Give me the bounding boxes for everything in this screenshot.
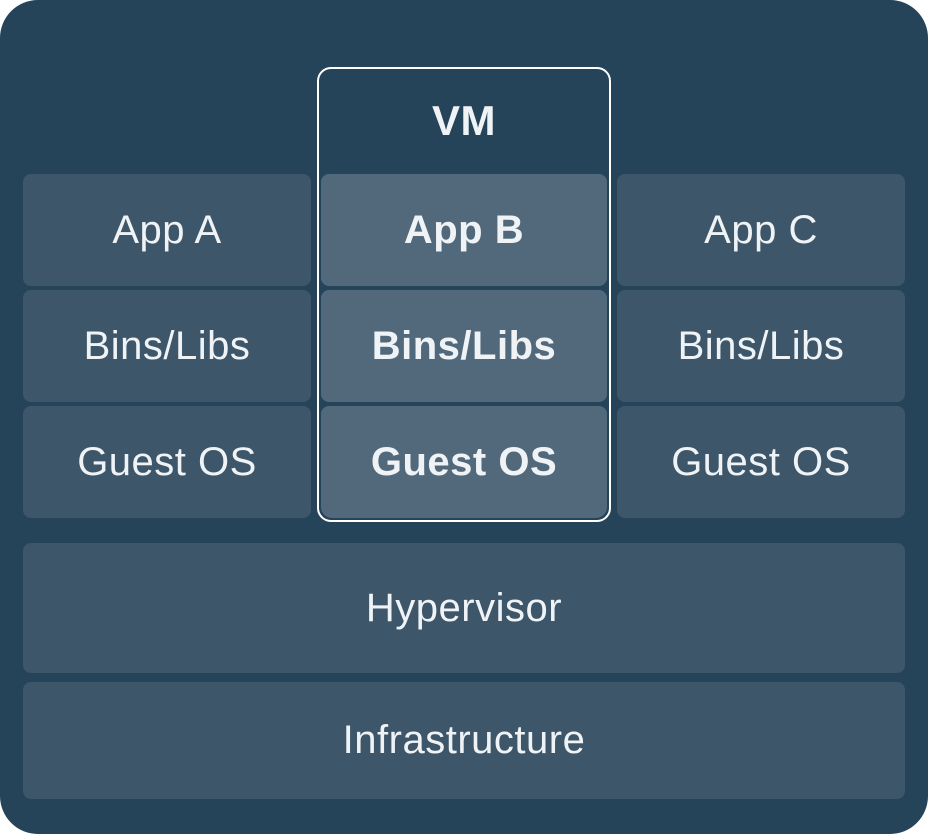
cell-bins-libs-right: Bins/Libs — [617, 290, 905, 402]
cell-app-c: App C — [617, 174, 905, 286]
cell-bins-libs-vm: Bins/Libs — [321, 290, 607, 402]
cell-bins-libs-left: Bins/Libs — [23, 290, 311, 402]
cell-app-b: App B — [321, 174, 607, 286]
vm-container-label: VM — [432, 97, 496, 144]
vm-container-outline — [317, 67, 611, 522]
cell-guest-os-vm: Guest OS — [321, 406, 607, 518]
cell-infrastructure: Infrastructure — [23, 682, 905, 799]
cell-app-a: App A — [23, 174, 311, 286]
cell-guest-os-right: Guest OS — [617, 406, 905, 518]
cell-hypervisor: Hypervisor — [23, 543, 905, 673]
cell-guest-os-left: Guest OS — [23, 406, 311, 518]
